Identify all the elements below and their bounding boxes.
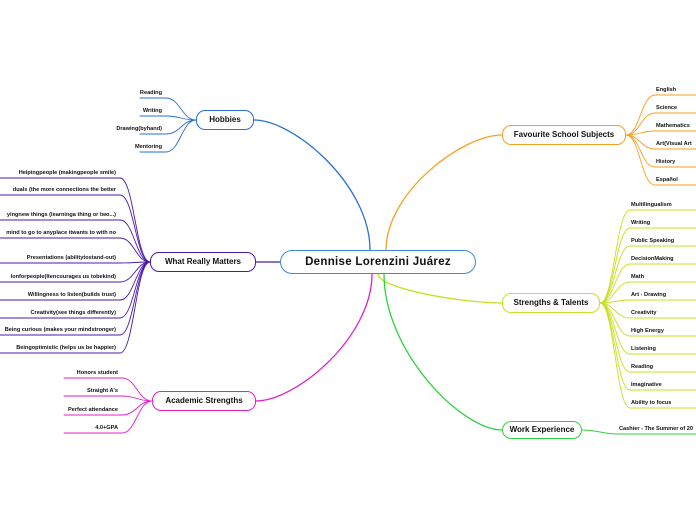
branch-node-work[interactable]: Work Experience: [502, 421, 582, 439]
leaf-subjects-1[interactable]: Science: [656, 105, 678, 111]
branch-connector-strengths: [377, 273, 503, 304]
leaf-connector-hobbies-1: [165, 115, 197, 121]
branch-node-hobbies[interactable]: Hobbies: [196, 110, 254, 130]
leaf-strengths-9[interactable]: Reading: [631, 364, 654, 370]
leaf-strengths-2[interactable]: Public Speaking: [631, 238, 675, 244]
leaf-connector-strengths-4: [599, 281, 631, 304]
leaf-strengths-11[interactable]: Ability to focus: [631, 400, 672, 406]
leaf-academic-2[interactable]: Perfect attendance: [67, 407, 118, 413]
leaf-matters-0[interactable]: Helpingpeople (makingpeople smile): [18, 170, 116, 176]
leaf-academic-1[interactable]: Straight A's: [87, 388, 118, 394]
leaf-connector-hobbies-3: [165, 119, 197, 153]
branch-connector-subjects: [385, 134, 503, 251]
branch-node-strengths[interactable]: Strengths & Talents: [502, 293, 600, 313]
branch-connector-hobbies: [253, 119, 371, 251]
leaf-connector-hobbies-2: [165, 119, 197, 135]
leaf-connector-strengths-10: [599, 302, 631, 391]
leaf-subjects-0[interactable]: English: [656, 87, 677, 93]
leaf-connector-matters-3: [119, 237, 151, 263]
leaf-strengths-3[interactable]: DecisionMaking: [631, 256, 674, 262]
branch-node-matters[interactable]: What Really Matters: [150, 252, 256, 272]
leaf-connector-strengths-9: [599, 302, 631, 373]
leaf-connector-subjects-1: [625, 112, 656, 136]
leaf-subjects-3[interactable]: Art(Visual Art: [656, 141, 692, 147]
leaf-connector-matters-2: [119, 219, 151, 263]
leaf-hobbies-1[interactable]: Writing: [142, 108, 162, 114]
branch-connector-work: [383, 273, 503, 431]
leaf-connector-strengths-1: [599, 227, 631, 304]
branch-node-subjects[interactable]: Favourite School Subjects: [502, 125, 626, 145]
leaf-work-0[interactable]: Cashier - The Summer of 20: [619, 426, 693, 432]
leaf-strengths-1[interactable]: Writing: [631, 220, 651, 226]
branch-node-academic[interactable]: Academic Strengths: [152, 391, 256, 411]
leaf-matters-5[interactable]: Ionforpeople(Itencourages us tobekind): [10, 274, 116, 280]
leaf-subjects-2[interactable]: Mathematics: [656, 123, 690, 129]
leaf-subjects-5[interactable]: Español: [656, 177, 678, 183]
leaf-matters-8[interactable]: Being curious (makes your mindstronger): [4, 327, 116, 333]
leaf-matters-9[interactable]: Beingoptimistic (helps us be happier): [16, 345, 116, 351]
leaf-strengths-5[interactable]: Art - Drawing: [631, 292, 667, 298]
branch-connector-academic: [255, 273, 373, 402]
leaf-matters-6[interactable]: Willingness to listen(builds trust): [27, 292, 116, 298]
leaf-strengths-6[interactable]: Creativity: [631, 310, 657, 316]
central-topic[interactable]: Dennise Lorenzini Juárez: [280, 250, 476, 274]
leaf-connector-academic-3: [121, 400, 153, 434]
leaf-strengths-10[interactable]: Imaginative: [631, 382, 662, 388]
leaf-connector-matters-9: [119, 261, 151, 354]
leaf-connector-strengths-11: [599, 302, 631, 409]
leaf-hobbies-3[interactable]: Mentoring: [134, 144, 162, 150]
leaf-connector-subjects-4: [625, 134, 656, 168]
leaf-strengths-0[interactable]: Multilingualism: [631, 202, 672, 208]
leaf-strengths-4[interactable]: Math: [631, 274, 645, 280]
leaf-connector-academic-2: [121, 400, 153, 416]
leaf-matters-3[interactable]: mind to go to anyplace itwants to with n…: [6, 230, 116, 236]
leaf-academic-0[interactable]: Honors student: [76, 370, 118, 376]
leaf-connector-work-0: [581, 429, 619, 435]
leaf-connector-subjects-0: [625, 94, 656, 136]
leaf-subjects-4[interactable]: History: [656, 159, 676, 165]
leaf-connector-matters-1: [119, 194, 151, 263]
leaf-connector-hobbies-0: [165, 97, 197, 121]
leaf-matters-1[interactable]: duals (the more connections the better: [12, 187, 116, 193]
leaf-connector-strengths-3: [599, 263, 631, 304]
leaf-matters-2[interactable]: yingnew things (learninga thing or two..…: [6, 212, 116, 218]
leaf-matters-4[interactable]: Presentations (abilitytostand-out): [26, 255, 116, 261]
leaf-academic-3[interactable]: 4.0+GPA: [95, 425, 118, 431]
leaf-connector-matters-0: [119, 177, 151, 263]
leaf-hobbies-0[interactable]: Reading: [139, 90, 162, 96]
leaf-hobbies-2[interactable]: Drawing(byhand): [116, 126, 162, 132]
leaf-strengths-7[interactable]: High Energy: [631, 328, 664, 334]
leaf-connector-subjects-5: [625, 134, 656, 186]
leaf-matters-7[interactable]: Creativity(see things differently): [30, 310, 116, 316]
leaf-connector-academic-0: [121, 377, 153, 402]
leaf-connector-strengths-0: [599, 209, 631, 304]
leaf-strengths-8[interactable]: Listening: [631, 346, 656, 352]
